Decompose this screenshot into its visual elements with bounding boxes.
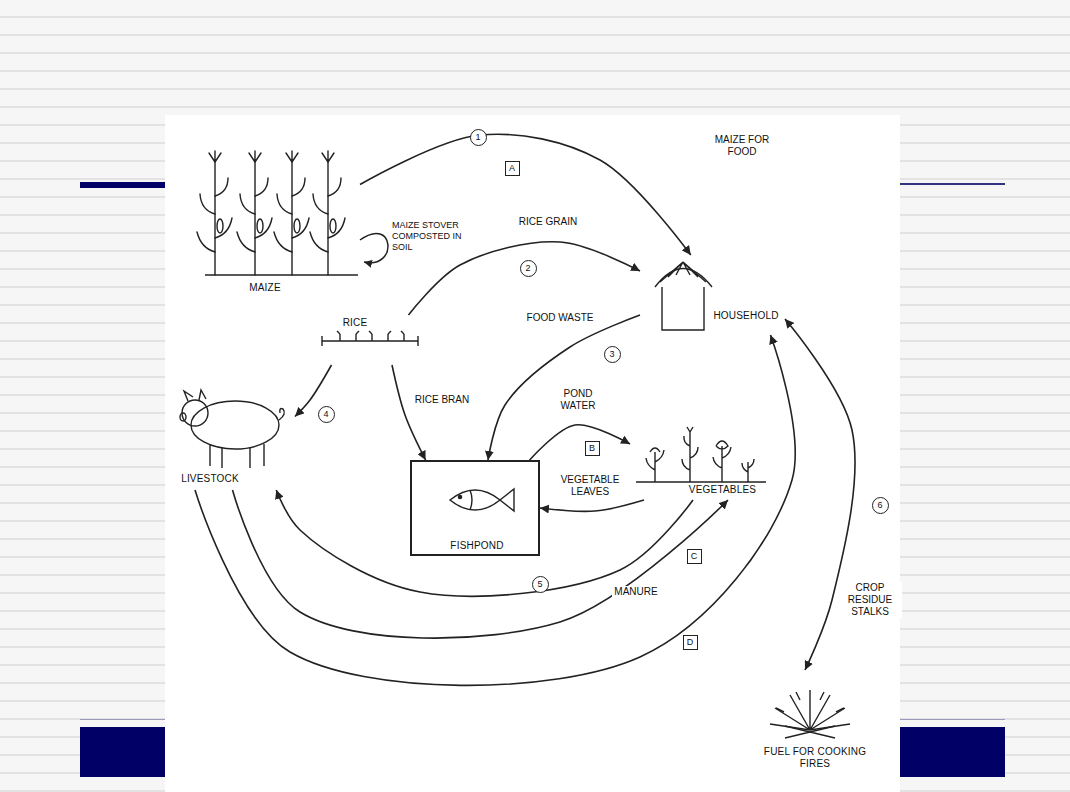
flow-label: CROP RESIDUE STALKS	[838, 582, 902, 618]
flow-arrow	[233, 490, 729, 638]
flow-label: MANURE	[612, 586, 659, 598]
crop-figure: VEGETABLES	[630, 420, 770, 500]
fire-figure: FUEL FOR COOKING FIRES	[745, 670, 895, 788]
footer-block	[900, 727, 1005, 777]
node-label: LIVESTOCK	[175, 473, 245, 485]
pond-box: FISHPOND	[410, 460, 540, 556]
household-figure: HOUSEHOLD	[640, 255, 785, 335]
flow-arrow	[540, 500, 644, 511]
callout-number: A	[505, 161, 520, 176]
flow-arrow	[360, 134, 691, 255]
node-label: FISHPOND	[442, 540, 512, 552]
node-label: MAIZE	[235, 282, 295, 294]
flow-label: FOOD WASTE	[525, 312, 596, 324]
node-label: RICE	[335, 317, 375, 329]
flow-arrow	[276, 490, 693, 596]
note-text: MAIZE STOVER COMPOSTED IN SOIL	[392, 220, 472, 253]
house-symbol	[655, 262, 712, 330]
callout-number: D	[683, 635, 698, 650]
crop-figure: RICE	[315, 315, 425, 365]
title-rule	[900, 183, 1005, 185]
crop-figure: MAIZE	[200, 150, 360, 300]
callout-number: B	[585, 441, 600, 456]
maize-plants	[197, 151, 358, 275]
footer-block	[80, 727, 165, 777]
callout-number: 1	[470, 129, 487, 146]
flow-label: VEGETABLE LEAVES	[557, 474, 623, 498]
picture-panel	[165, 115, 900, 792]
flow-arrow	[195, 335, 795, 685]
flow-arrow	[530, 425, 630, 460]
compost-loop	[360, 233, 388, 262]
node-label: FUEL FOR COOKING FIRES	[760, 746, 870, 770]
flow-label: MAIZE FOR FOOD	[705, 134, 779, 158]
callout-number: 2	[520, 260, 537, 277]
node-label: HOUSEHOLD	[712, 310, 780, 322]
callout-number: 4	[318, 406, 335, 423]
node-label: VEGETABLES	[685, 484, 760, 496]
flow-label: RICE BRAN	[413, 394, 471, 406]
flow-arrow	[488, 315, 640, 460]
callout-number: C	[687, 549, 702, 564]
flow-arrow	[392, 365, 426, 460]
fire-figure	[770, 690, 850, 738]
pig-figure	[180, 390, 284, 468]
livestock-figure: LIVESTOCK	[170, 385, 295, 490]
vegetable-plants	[636, 427, 766, 482]
callout-number: 6	[872, 497, 889, 514]
rice-bracket	[322, 331, 418, 346]
callout-number: 3	[604, 346, 621, 363]
flow-label: POND WATER	[554, 388, 602, 412]
flow-label: RICE GRAIN	[517, 216, 579, 228]
callout-number: 5	[532, 576, 549, 593]
title-rule	[80, 182, 165, 188]
fish-figure	[450, 489, 514, 511]
